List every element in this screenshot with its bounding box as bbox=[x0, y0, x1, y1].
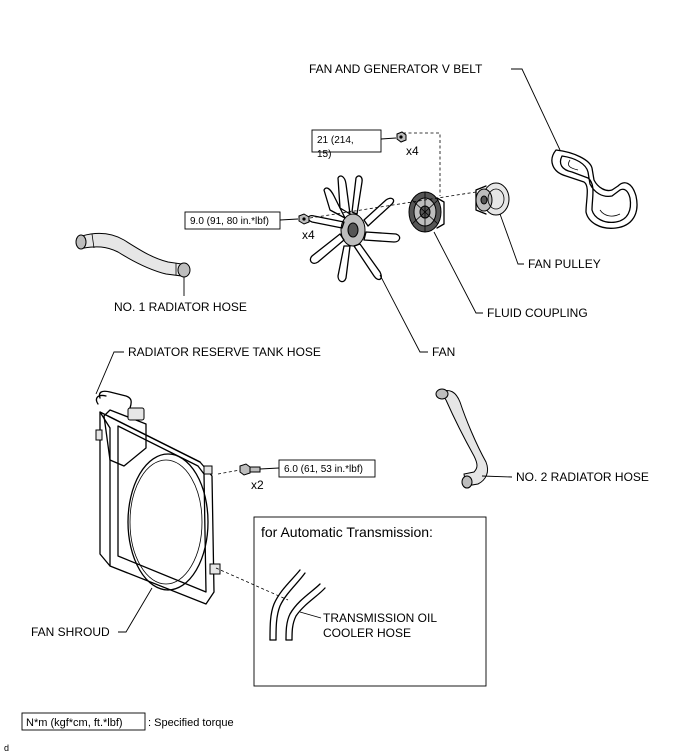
shroud-bolt-torque-text: 6.0 (61, 53 in.*lbf) bbox=[284, 464, 363, 475]
shroud-bolt-qty: x2 bbox=[251, 478, 264, 492]
coupling-nut-torque-line1: 21 (214, bbox=[317, 135, 354, 146]
transmission-hose-drawing bbox=[269, 569, 326, 641]
coupling-nut-icon bbox=[396, 131, 407, 143]
inset-title: for Automatic Transmission: bbox=[261, 524, 433, 540]
fan-leader bbox=[379, 274, 428, 353]
fan-pulley-drawing bbox=[475, 182, 510, 216]
legend-unit-box bbox=[21, 712, 146, 731]
fan-shroud-drawing bbox=[95, 407, 221, 605]
fan-label: FAN bbox=[432, 345, 455, 359]
shroud-bolt-guide bbox=[217, 469, 241, 475]
fan-pulley-label: FAN PULLEY bbox=[528, 257, 601, 271]
reserve-tank-hose-leader bbox=[95, 351, 124, 395]
fluid-coupling-label: FLUID COUPLING bbox=[487, 306, 588, 320]
coupling-nut-qty: x4 bbox=[406, 144, 419, 158]
transmission-hose-label-line1: TRANSMISSION OIL bbox=[323, 611, 437, 625]
radiator-hose-1-drawing bbox=[75, 232, 191, 278]
transmission-hose-leader bbox=[299, 611, 322, 619]
radiator-hose-2-label: NO. 2 RADIATOR HOSE bbox=[516, 470, 649, 484]
fan-nut-torque-leader bbox=[279, 218, 299, 221]
radiator-hose-2-leader bbox=[481, 475, 513, 478]
radiator-hose-1-label: NO. 1 RADIATOR HOSE bbox=[114, 300, 247, 314]
reserve-tank-hose-label: RADIATOR RESERVE TANK HOSE bbox=[128, 345, 321, 359]
fluid-coupling-drawing bbox=[408, 191, 445, 233]
shroud-bolt-icon bbox=[239, 463, 261, 476]
fan-shroud-leader bbox=[118, 587, 153, 633]
legend-description: : Specified torque bbox=[148, 717, 234, 729]
coupling-nut-torque-box bbox=[311, 129, 382, 153]
fan-nut-torque-box bbox=[184, 211, 281, 230]
shroud-bolt-torque-leader bbox=[259, 467, 280, 470]
fan-belt-drawing bbox=[551, 149, 638, 229]
fan-drawing bbox=[307, 175, 401, 283]
fan-nut-qty: x4 bbox=[302, 228, 315, 242]
fan-pulley-leader bbox=[499, 213, 524, 265]
coupling-nut-torque-line2: 15) bbox=[317, 149, 331, 160]
automatic-transmission-inset bbox=[253, 516, 487, 687]
fan-nut-icon bbox=[298, 213, 310, 225]
fan-nut-torque-text: 9.0 (91, 80 in.*lbf) bbox=[190, 216, 269, 227]
transmission-hose-label-line2: COOLER HOSE bbox=[323, 626, 411, 640]
coupling-nut-torque-leader bbox=[380, 137, 397, 140]
coupling-nut-guide bbox=[403, 132, 441, 196]
figure-code: d bbox=[4, 743, 9, 753]
fan-shroud-label: FAN SHROUD bbox=[31, 625, 110, 639]
fan-belt-leader bbox=[511, 68, 561, 151]
fluid-coupling-leader bbox=[433, 231, 483, 314]
radiator-hose-2-drawing bbox=[435, 388, 489, 489]
shroud-bolt-torque-box bbox=[278, 459, 376, 478]
fan-belt-label: FAN AND GENERATOR V BELT bbox=[309, 62, 483, 76]
assembly-axis-line bbox=[309, 191, 477, 219]
inset-guide-line bbox=[215, 567, 289, 601]
reserve-tank-hose-drawing bbox=[95, 390, 132, 409]
legend-unit-text: N*m (kgf*cm, ft.*lbf) bbox=[26, 717, 123, 729]
